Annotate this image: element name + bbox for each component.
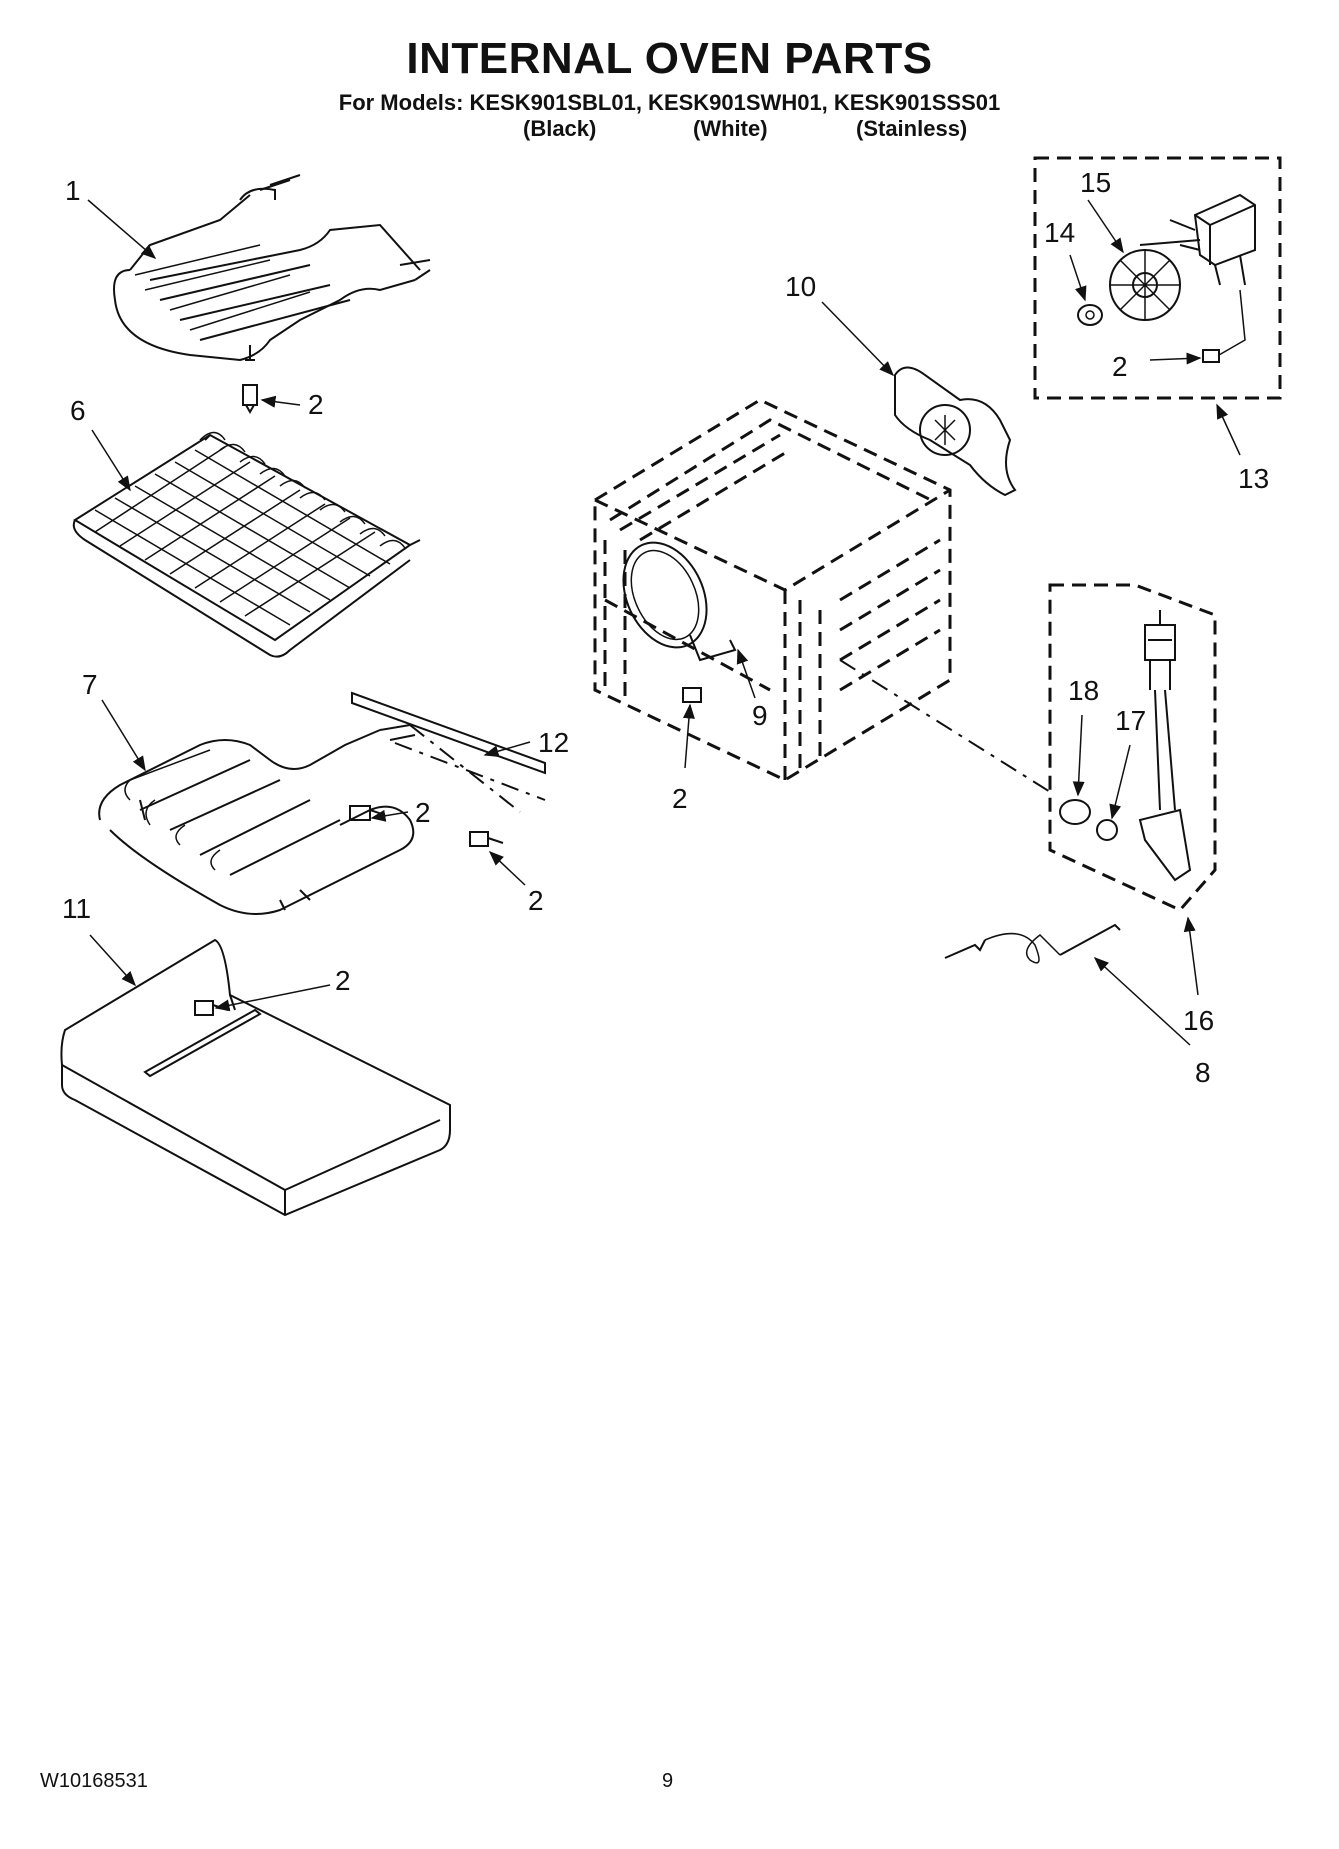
callout-18: 18 — [1068, 675, 1099, 706]
callout-13: 13 — [1238, 463, 1269, 494]
bake-element — [98, 724, 416, 915]
oven-cavity — [593, 398, 1056, 796]
callout-15: 15 — [1080, 167, 1111, 198]
bottom-panel — [60, 938, 451, 1217]
fan-motor-group — [1033, 156, 1282, 400]
callout-12: 12 — [538, 727, 569, 758]
callout-11: 11 — [62, 893, 91, 924]
callout-7: 7 — [82, 669, 98, 700]
callout-2-broil: 2 — [308, 389, 324, 420]
callout-16: 16 — [1183, 1005, 1214, 1036]
broil-element — [113, 174, 431, 415]
meat-probe — [944, 923, 1121, 964]
callout-10: 10 — [785, 271, 816, 302]
callout-1: 1 — [65, 175, 81, 206]
variant-black: (Black) — [523, 116, 597, 141]
callout-6: 6 — [70, 395, 86, 426]
page-title: INTERNAL OVEN PARTS — [406, 34, 933, 83]
leader-arrows — [87, 199, 1241, 1046]
element-shield — [351, 691, 546, 813]
oven-rack — [72, 431, 421, 658]
callout-2-motor: 2 — [1112, 351, 1128, 382]
callouts: 1 2 6 7 12 2 2 11 2 10 9 2 15 14 2 13 18… — [62, 167, 1269, 1088]
document-number: W10168531 — [40, 1770, 148, 1792]
callout-2-bake-b: 2 — [528, 885, 544, 916]
model-list: For Models: KESK901SBL01, KESK901SWH01, … — [338, 90, 1001, 115]
callout-2-bake-a: 2 — [415, 797, 431, 828]
callout-9: 9 — [752, 700, 768, 731]
screw-cavity — [682, 687, 702, 703]
variant-stainless: (Stainless) — [856, 116, 968, 141]
callout-14: 14 — [1044, 217, 1075, 248]
sensor-group — [1048, 583, 1217, 912]
callout-2-panel: 2 — [335, 965, 351, 996]
convection-element — [622, 541, 737, 662]
page-number: 9 — [662, 1770, 674, 1792]
fan-cover — [894, 366, 1017, 497]
callout-2-cavity: 2 — [672, 783, 688, 814]
callout-17: 17 — [1115, 705, 1146, 736]
callout-8: 8 — [1195, 1057, 1211, 1088]
variant-white: (White) — [693, 116, 768, 141]
